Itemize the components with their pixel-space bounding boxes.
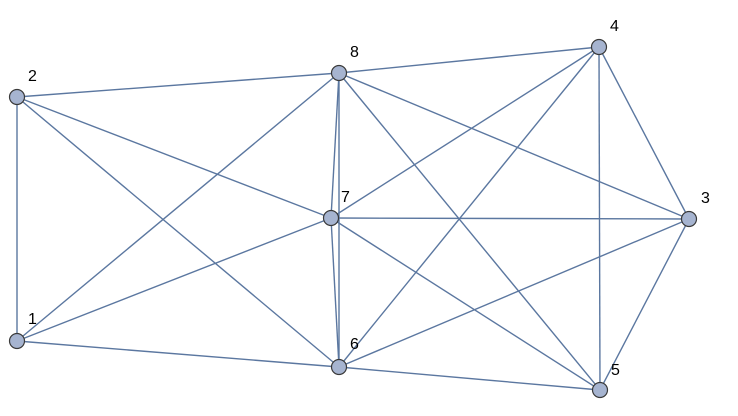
edge-1-6 [16, 340, 340, 368]
edge-3-5 [599, 218, 690, 391]
node-label-3: 3 [701, 190, 710, 207]
node-label-6: 6 [350, 336, 359, 353]
labels-layer: 1 2 3 4 5 6 7 8 [28, 18, 710, 379]
node-3 [680, 210, 698, 228]
node-label-4: 4 [610, 18, 619, 35]
node-label-7: 7 [341, 189, 350, 206]
edge-8-5 [338, 72, 601, 391]
edge-1-8 [16, 72, 340, 342]
edges-layer [16, 46, 690, 391]
nodes-layer [8, 38, 698, 399]
node-1 [8, 332, 26, 350]
edge-7-3 [330, 217, 690, 220]
edge-1-7 [16, 217, 332, 342]
edge-2-7 [16, 96, 332, 219]
node-2 [8, 88, 26, 106]
edge-7-5 [330, 217, 601, 391]
node-label-2: 2 [28, 68, 37, 85]
edge-8-4 [338, 46, 600, 74]
edge-6-3 [338, 218, 690, 368]
edge-8-3 [338, 72, 690, 220]
node-8 [330, 64, 348, 82]
edge-7-6 [330, 217, 340, 368]
node-4 [590, 38, 608, 56]
node-label-5: 5 [611, 362, 620, 379]
edge-6-5 [338, 366, 601, 391]
edge-8-7 [330, 72, 340, 219]
node-5 [591, 381, 609, 399]
node-6 [330, 358, 348, 376]
edge-4-6 [338, 46, 600, 368]
node-label-1: 1 [28, 311, 37, 328]
edge-2-8 [16, 72, 340, 98]
edge-4-7 [330, 46, 600, 219]
edge-4-3 [598, 46, 690, 220]
node-label-8: 8 [350, 44, 359, 61]
edge-2-6 [16, 96, 340, 368]
node-7 [322, 209, 340, 227]
